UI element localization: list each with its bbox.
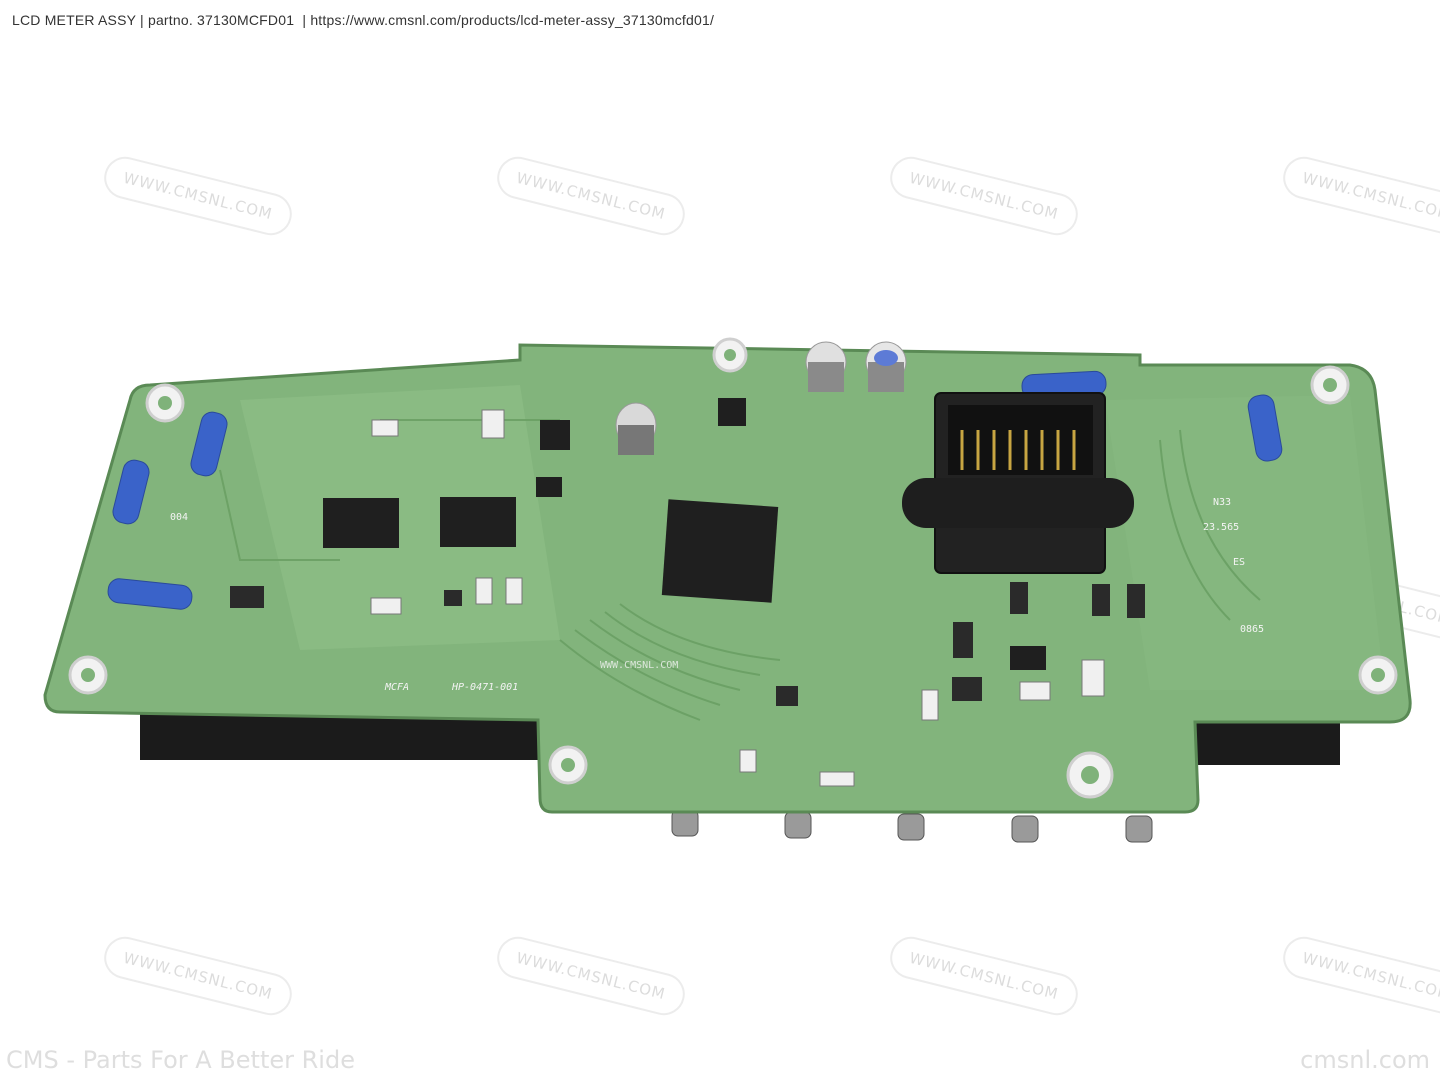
wiring-connector	[902, 392, 1134, 574]
board-code: 004	[170, 512, 188, 523]
footer-site: cmsnl.com	[1300, 1046, 1430, 1074]
blue-resistors	[107, 370, 1283, 610]
page-caption: LCD METER ASSY | partno. 37130MCFD01 | h…	[12, 12, 714, 28]
partno-value: 37130MCFD01	[197, 12, 295, 28]
product-url: https://www.cmsnl.com/products/lcd-meter…	[310, 12, 715, 28]
stamp-bottom: ES	[1233, 557, 1245, 568]
terminal-posts	[671, 809, 1153, 843]
stamp-top: N33	[1213, 497, 1231, 508]
caption-separator: |	[140, 12, 144, 28]
board-watermark-overlay: WWW.CMSNL.COM	[600, 660, 678, 671]
board-serial: 0865	[1240, 624, 1264, 635]
smd-components	[370, 409, 1105, 787]
electrolytic-capacitors	[615, 341, 907, 455]
partno-label: partno.	[147, 12, 193, 28]
product-title: LCD METER ASSY	[12, 12, 136, 28]
board-label-model: HP-0471-001	[451, 682, 518, 693]
footer-tagline: CMS - Parts For A Better Ride	[6, 1046, 355, 1074]
stamp-mid: 23.565	[1203, 522, 1239, 533]
caption-separator: |	[302, 12, 307, 28]
board-label-brand: MCFA	[384, 682, 409, 693]
integrated-circuits	[323, 398, 1046, 670]
